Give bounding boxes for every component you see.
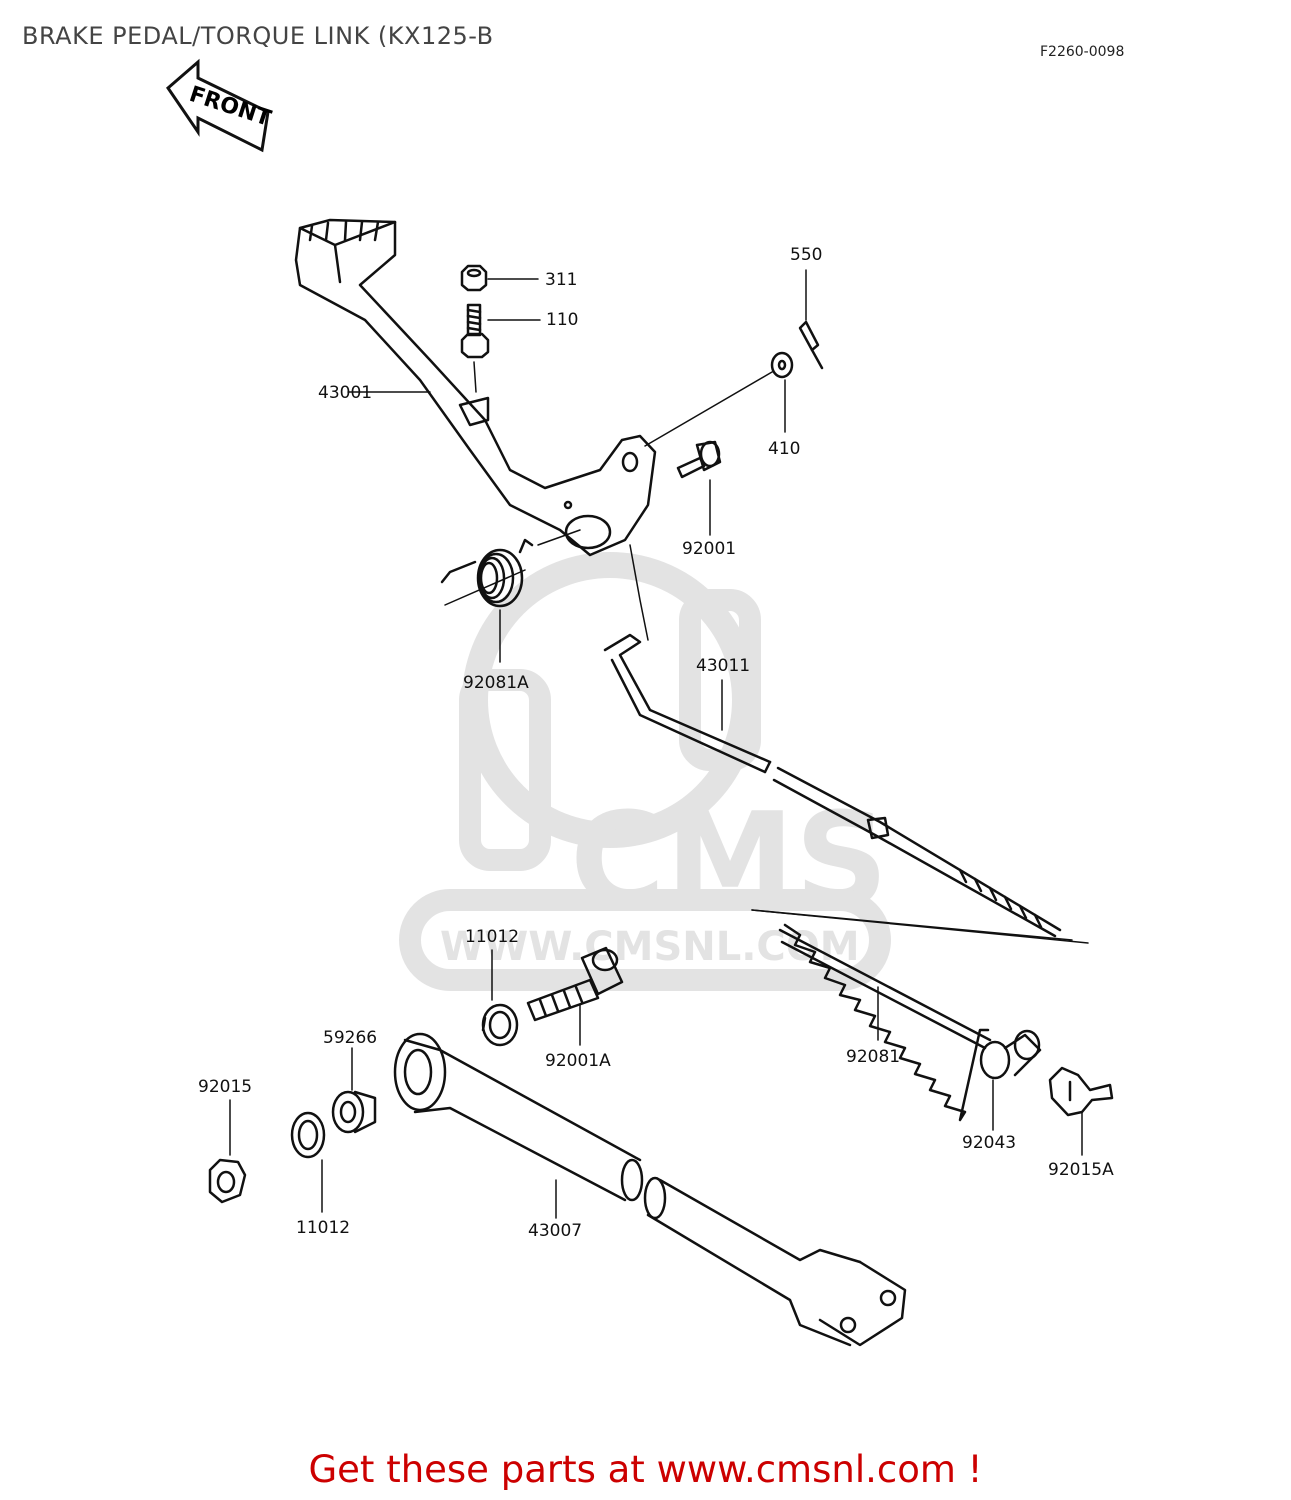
bushing-11012-upper [481,1003,519,1047]
part-label-11012-lower: 11012 [296,1218,350,1238]
parts-diagram: CMS WWW.CMSNL.COM FRONT [166,58,1114,1347]
footer-link[interactable]: Get these parts at www.cmsnl.com ! [308,1448,983,1491]
part-label-43007: 43007 [528,1221,582,1241]
bolt-92001 [676,440,722,479]
bolt-92001a [526,946,624,1022]
part-label-92001: 92001 [682,539,736,559]
collar-92043 [979,1029,1042,1080]
page-title: BRAKE PEDAL/TORQUE LINK (KX125-B [22,22,494,50]
part-label-92015: 92015 [198,1077,252,1097]
spring-92081a [440,538,534,608]
bushing-11012-lower [290,1111,326,1159]
brake-rod-43011 [603,633,1062,938]
part-label-43001: 43001 [318,383,372,403]
part-label-92015a: 92015A [1048,1160,1114,1180]
watermark: CMS WWW.CMSNL.COM [399,552,891,991]
part-label-92043: 92043 [962,1133,1016,1153]
bolt-110 [460,303,490,393]
part-label-92081a: 92081A [463,673,529,693]
nut-311 [460,264,488,292]
watermark-brand: CMS [570,784,888,936]
part-label-59266: 59266 [323,1028,377,1048]
brake-pedal-43001 [294,218,657,557]
front-arrow: FRONT [166,58,274,153]
cotter-pin-550 [798,320,824,370]
part-label-92001a: 92001A [545,1051,611,1071]
washer-410 [770,351,794,379]
part-label-311: 311 [545,270,577,290]
part-label-92081: 92081 [846,1047,900,1067]
spring-92081 [778,923,992,1122]
part-label-110: 110 [546,310,578,330]
leader-lines [229,269,1089,1219]
nut-92015 [208,1158,247,1204]
diagram-code: F2260-0098 [1040,44,1125,60]
torque-link-43007 [393,1032,907,1347]
front-arrow-icon [166,58,270,153]
collar-59266 [331,1090,377,1134]
part-label-43011: 43011 [696,656,750,676]
wing-nut-92015a [1048,1066,1114,1117]
part-label-410: 410 [768,439,800,459]
part-labels: 311 110 550 43001 410 92001 92081A 43011… [198,245,1114,1241]
part-label-550: 550 [790,245,822,265]
part-label-11012-upper: 11012 [465,927,519,947]
